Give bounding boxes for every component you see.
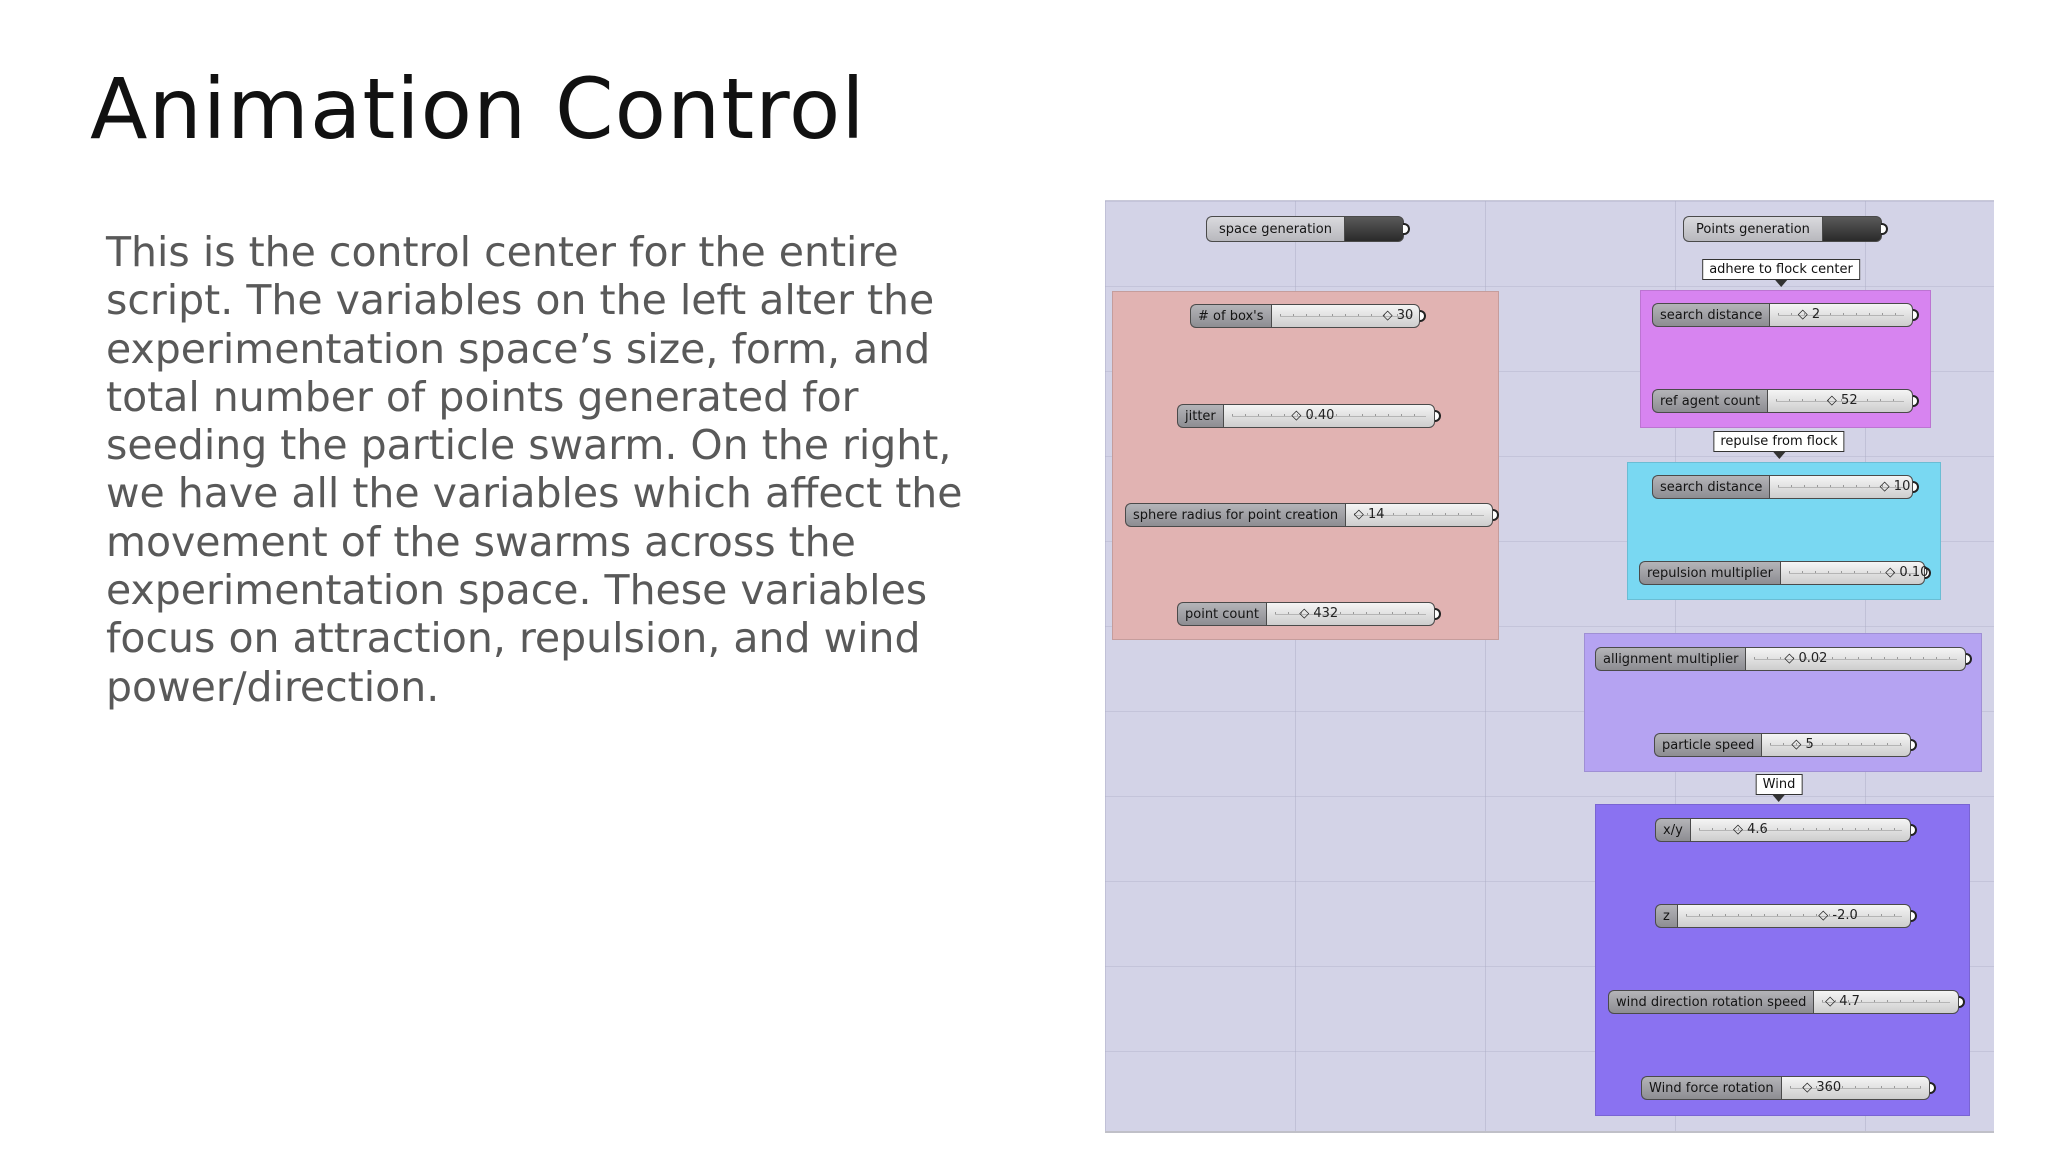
slider-grip-value[interactable]: ◇ 4.7 (1825, 994, 1860, 1009)
space-controls-group (1112, 291, 1499, 640)
toggle-label: space generation (1206, 216, 1344, 242)
slider-label: x/y (1655, 818, 1690, 842)
sphere-radius-slider[interactable]: sphere radius for point creation ◇ 14 (1125, 502, 1499, 528)
slider-track[interactable]: ◇ 0.40 (1222, 404, 1435, 428)
slider-label: point count (1177, 602, 1266, 626)
toggle-label: Points generation (1683, 216, 1822, 242)
slider-label: particle speed (1654, 733, 1762, 757)
slider-grip-value[interactable]: ◇ 0.02 (1784, 651, 1828, 666)
slider-grip-value[interactable]: ◇ 52 (1826, 393, 1858, 408)
output-port[interactable] (1434, 608, 1441, 620)
output-port[interactable] (1910, 824, 1917, 836)
toggle-switch[interactable] (1821, 216, 1882, 242)
slider-grip-value[interactable]: ◇ 5 (1791, 737, 1814, 752)
output-port[interactable] (1434, 410, 1441, 422)
slider-grip-value[interactable]: ◇ 2 (1797, 307, 1821, 322)
slider-grip-value[interactable]: ◇ 4.6 (1733, 822, 1768, 837)
slider-label: search distance (1652, 303, 1770, 327)
slider-label: ref agent count (1652, 389, 1768, 413)
slider-grip-value[interactable]: ◇ 0.10 (1885, 565, 1929, 580)
point-count-slider[interactable]: point count ◇ 432 (1177, 601, 1441, 627)
wind-group (1595, 804, 1970, 1116)
slider-track[interactable]: ◇ 360 (1780, 1076, 1930, 1100)
slider-grip-value[interactable]: ◇ 360 (1802, 1080, 1842, 1095)
output-port[interactable] (1419, 310, 1426, 322)
slide-body-text: This is the control center for the entir… (106, 228, 963, 711)
wind-force-rotation-slider[interactable]: Wind force rotation ◇ 360 (1641, 1075, 1936, 1101)
slider-label: wind direction rotation speed (1608, 990, 1814, 1014)
slider-track[interactable]: ◇ 52 (1767, 389, 1913, 413)
wind-panel: Wind (1755, 774, 1803, 802)
slider-track[interactable]: ◇ 10 (1769, 475, 1913, 499)
wind-z-slider[interactable]: z ◇ -2.0 (1655, 903, 1917, 929)
slider-grip-value[interactable]: ◇ 432 (1299, 606, 1339, 621)
adhere-flock-center-panel: adhere to flock center (1702, 259, 1860, 287)
output-port[interactable] (1924, 567, 1931, 579)
ref-agent-count-slider[interactable]: ref agent count ◇ 52 (1652, 388, 1919, 414)
alignment-multiplier-slider[interactable]: allignment multiplier ◇ 0.02 (1595, 646, 1972, 672)
slider-grip-value[interactable]: ◇ 14 (1353, 507, 1385, 522)
slider-track[interactable]: ◇ -2.0 (1676, 904, 1911, 928)
slider-track[interactable]: ◇ 2 (1769, 303, 1913, 327)
slider-label: z (1655, 904, 1677, 928)
repulse-search-distance-slider[interactable]: search distance ◇ 10 (1652, 474, 1919, 500)
slider-track[interactable]: ◇ 0.02 (1745, 647, 1966, 671)
wind-rotation-speed-slider[interactable]: wind direction rotation speed ◇ 4.7 (1608, 989, 1965, 1015)
adhere-search-distance-slider[interactable]: search distance ◇ 2 (1652, 302, 1919, 328)
slider-track[interactable]: ◇ 14 (1345, 503, 1493, 527)
slider-track[interactable]: ◇ 4.7 (1813, 990, 1959, 1014)
output-port[interactable] (1912, 481, 1919, 493)
slider-grip-value[interactable]: ◇ -2.0 (1818, 908, 1858, 923)
toggle-switch[interactable] (1343, 216, 1404, 242)
output-port[interactable] (1880, 223, 1888, 235)
slider-grip-value[interactable]: ◇ 10 (1879, 479, 1911, 494)
slide-title: Animation Control (90, 60, 866, 158)
space-generation-toggle[interactable]: space generation (1206, 215, 1410, 243)
slider-label: sphere radius for point creation (1125, 503, 1346, 527)
output-port[interactable] (1929, 1082, 1936, 1094)
output-port[interactable] (1910, 910, 1917, 922)
slider-label: jitter (1177, 404, 1223, 428)
slider-track[interactable]: ◇ 0.10 (1779, 561, 1929, 585)
output-port[interactable] (1910, 739, 1917, 751)
slider-track[interactable]: ◇ 30 (1270, 304, 1420, 328)
output-port[interactable] (1402, 223, 1410, 235)
jitter-slider[interactable]: jitter ◇ 0.40 (1177, 403, 1441, 429)
slider-label: search distance (1652, 475, 1770, 499)
slider-label: # of box's (1190, 304, 1271, 328)
slider-label: Wind force rotation (1641, 1076, 1781, 1100)
wind-xy-slider[interactable]: x/y ◇ 4.6 (1655, 817, 1917, 843)
points-generation-toggle[interactable]: Points generation (1683, 215, 1888, 243)
slider-track[interactable]: ◇ 4.6 (1689, 818, 1911, 842)
output-port[interactable] (1958, 996, 1965, 1008)
slider-grip-value[interactable]: ◇ 30 (1382, 308, 1414, 323)
slider-label: repulsion multiplier (1639, 561, 1780, 585)
repulse-from-flock-panel: repulse from flock (1713, 431, 1845, 459)
repulsion-multiplier-slider[interactable]: repulsion multiplier ◇ 0.10 (1639, 560, 1931, 586)
output-port[interactable] (1912, 395, 1919, 407)
grasshopper-canvas[interactable]: space generation Points generation adher… (1105, 200, 1994, 1133)
slider-grip-value[interactable]: ◇ 0.40 (1291, 408, 1335, 423)
particle-speed-slider[interactable]: particle speed ◇ 5 (1654, 732, 1917, 758)
slider-track[interactable]: ◇ 5 (1761, 733, 1911, 757)
output-port[interactable] (1965, 653, 1972, 665)
slider-label: allignment multiplier (1595, 647, 1746, 671)
boxes-slider[interactable]: # of box's ◇ 30 (1190, 303, 1426, 329)
slider-track[interactable]: ◇ 432 (1265, 602, 1435, 626)
output-port[interactable] (1912, 309, 1919, 321)
output-port[interactable] (1492, 509, 1499, 521)
